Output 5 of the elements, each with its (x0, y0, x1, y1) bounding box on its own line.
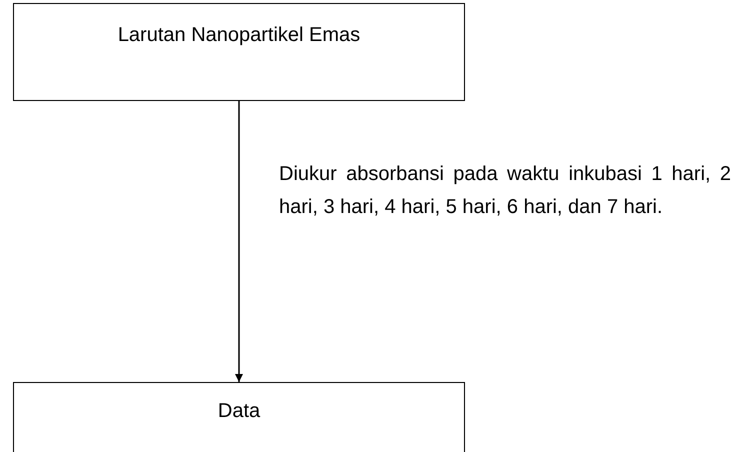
box-text: Data (216, 400, 262, 423)
box-text: Larutan Nanopartikel Emas (116, 24, 362, 47)
process-box (13, 382, 465, 452)
process-box (13, 3, 465, 101)
arrow (235, 101, 243, 382)
